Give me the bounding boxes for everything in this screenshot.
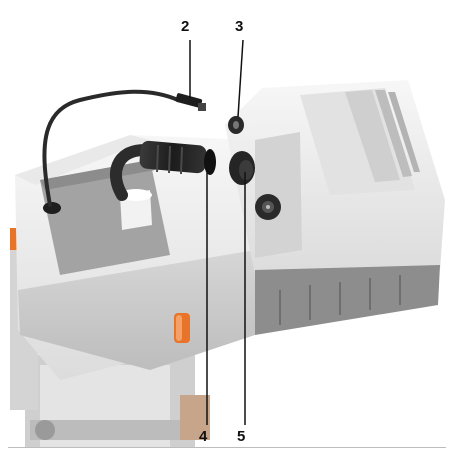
callout-3: 3	[235, 18, 244, 35]
bottom-rule	[8, 447, 446, 448]
signal-cable	[42, 89, 180, 207]
callout-2: 2	[181, 18, 190, 35]
small-connector	[175, 93, 206, 111]
orange-button	[174, 313, 190, 343]
leader-line-3	[237, 39, 244, 118]
connector-boss	[120, 189, 152, 230]
callout-4: 4	[199, 428, 208, 445]
socket-3	[228, 116, 244, 134]
large-connector	[139, 140, 216, 175]
leader-lines	[189, 39, 246, 425]
socket-5	[229, 151, 255, 185]
cable-grommet	[43, 202, 61, 214]
callout-5: 5	[237, 428, 246, 445]
cable-tray	[40, 160, 170, 275]
dc-socket	[255, 194, 281, 220]
power-cable	[109, 144, 151, 201]
bottom-ribs	[279, 275, 401, 325]
right-housing	[225, 80, 445, 335]
